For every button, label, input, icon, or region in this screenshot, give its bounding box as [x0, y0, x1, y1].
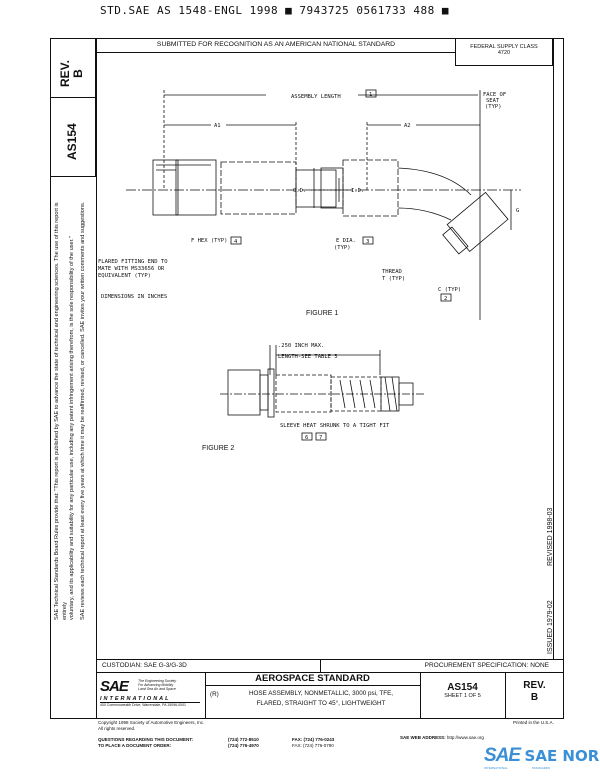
figure-2-drawing: .250 INCH MAX. LENGTH-SEE TABLE 5 SLEEVE… — [202, 343, 425, 452]
flag-note-3 — [362, 236, 374, 245]
g-label: G — [516, 208, 519, 214]
copyright: Copyright 1998 Society of Automotive Eng… — [98, 720, 204, 732]
procurement-spec: PROCUREMENT SPECIFICATION: NONE — [424, 662, 549, 669]
questions-phone: (724) 772-8510 — [228, 737, 259, 742]
web-label: SAE WEB ADDRESS: — [400, 735, 446, 740]
header-stamp: STD.SAE AS 1548-ENGL 1998 ■ 7943725 0561… — [100, 4, 450, 17]
tagline-2: For Advancing Mobility — [138, 683, 174, 687]
notice-line-3: SAE reviews each technical report at lea… — [79, 201, 86, 620]
watermark-mark: SAE — [484, 745, 521, 766]
federal-supply-label: FEDERAL SUPPLY CLASS — [470, 44, 538, 50]
doc-number-box: AS154 SHEET 1 OF 5 — [420, 682, 505, 699]
sleeve-note: SLEEVE HEAT SHRUNK TO A TIGHT FIT — [280, 423, 390, 429]
side-doc-number: AS154 — [65, 123, 79, 160]
flag-1-text: 1 — [369, 92, 372, 98]
sae-address: 400 Commonwealth Drive, Warrendale, PA 1… — [100, 702, 200, 707]
fax-numbers: FAX: (724) 776-0243 FAX: (724) 776-0790 — [292, 737, 334, 749]
sae-tagline: The Engineering Society For Advancing Mo… — [138, 679, 176, 691]
printed-in: Printed in the U.S.A. — [513, 720, 554, 725]
f-hex-label: F HEX (TYP) — [191, 238, 227, 244]
flared-note: FLARED FITTING END TO — [98, 259, 168, 265]
revision-mark: (R) — [210, 691, 219, 698]
face-of-seat-2: SEAT — [486, 98, 500, 104]
thread-label: THREAD — [382, 269, 402, 275]
flared-note-3: EQUIVALENT (TYP) — [98, 273, 151, 279]
figure-1-drawing: ASSEMBLY LENGTH 1 FACE OF SEAT (TYP) A1 … — [98, 89, 521, 320]
c-typ-label: C (TYP) — [438, 287, 461, 293]
figure-2-caption: FIGURE 2 — [202, 445, 234, 452]
notice-line-2: voluntary, and its applicability and sui… — [69, 236, 75, 620]
od-label: O.D. — [293, 188, 306, 194]
custodian-row: CUSTODIAN: SAE G-3/G-3D PROCUREMENT SPEC… — [96, 659, 564, 673]
flag-note-2 — [440, 293, 452, 302]
contact-phones: (724) 772-8510 (724) 776-4970 — [228, 737, 259, 749]
flared-note-2: MATE WITH MS33656 OR — [98, 266, 165, 272]
fax-2: FAX: (724) 776-0790 — [292, 743, 334, 748]
rev-label: REV. — [523, 680, 546, 691]
order-phone: (724) 776-4970 — [228, 743, 259, 748]
flag-6-text: 6 — [305, 435, 308, 441]
assembly-length-label: ASSEMBLY LENGTH — [291, 94, 341, 100]
rev-value: B — [530, 692, 539, 703]
sae-international: INTERNATIONAL — [100, 696, 171, 702]
a2-label: A2 — [404, 123, 411, 129]
rev-box: REV. B — [505, 680, 564, 704]
flag-note-4 — [230, 236, 242, 245]
e-dia-label: E DIA. — [336, 238, 356, 244]
side-rev-value: B — [71, 69, 85, 78]
flag-3-text: 3 — [366, 239, 369, 245]
side-rev-box: REV. B — [50, 38, 96, 98]
flag-7-text: 7 — [319, 435, 322, 441]
a1-label: A1 — [214, 123, 221, 129]
title-line-1: HOSE ASSEMBLY, NONMETALLIC, 3000 psi, TF… — [248, 690, 394, 697]
flag-2-text: 2 — [444, 296, 447, 302]
notice-line-1: SAE Technical Standards Board Rules prov… — [54, 202, 68, 620]
figure-1-caption: FIGURE 1 — [306, 310, 338, 317]
tagline-1: The Engineering Society — [138, 679, 177, 683]
questions-label: QUESTIONS REGARDING THIS DOCUMENT: — [98, 737, 194, 742]
side-doc-box: AS154 — [50, 97, 96, 177]
doc-number: AS154 — [447, 682, 478, 693]
aerospace-standard-heading: AEROSPACE STANDARD — [205, 673, 420, 686]
face-of-seat-3: (TYP) — [485, 104, 502, 110]
document-title: HOSE ASSEMBLY, NONMETALLIC, 3000 psi, TF… — [222, 689, 420, 709]
title-line-2: FLARED, STRAIGHT TO 45°, LIGHTWEIGHT — [256, 700, 386, 707]
web-address: SAE WEB ADDRESS: http://www.sae.org — [400, 735, 484, 740]
fax-1: FAX: (724) 776-0243 — [292, 737, 335, 742]
tagline-3: Land Sea Air and Space — [138, 687, 176, 691]
contact-labels: QUESTIONS REGARDING THIS DOCUMENT: TO PL… — [98, 737, 193, 749]
flag-note-7 — [315, 432, 327, 441]
web-link[interactable]: http://www.sae.org — [446, 735, 484, 740]
watermark-text: SAE NORM — [524, 747, 600, 765]
revised-date: REVISED 1998-03 — [547, 507, 554, 566]
federal-supply-box: FEDERAL SUPPLY CLASS 4720 — [455, 38, 553, 66]
face-of-seat: FACE OF — [483, 92, 506, 98]
dimensions-note: DIMENSIONS IN INCHES — [101, 294, 167, 300]
title-block — [96, 672, 564, 719]
sae-logo: SAE The Engineering Society For Advancin… — [100, 678, 200, 707]
copyright-text: Copyright 1998 Society of Automotive Eng… — [98, 720, 205, 725]
federal-supply-value: 4720 — [497, 50, 511, 56]
e-dia-typ: (TYP) — [334, 245, 351, 251]
watermark-sub-right: STANDARDS — [531, 766, 551, 770]
issued-date: ISSUED 1979-02 — [547, 600, 554, 654]
left-notice: SAE Technical Standards Board Rules prov… — [54, 190, 87, 620]
thread-typ: T (TYP) — [382, 276, 405, 282]
rights-text: All rights reserved. — [98, 726, 136, 731]
flag-note-1 — [365, 89, 377, 98]
side-rev-label: REV. — [58, 60, 72, 87]
id-label: I.D. — [351, 188, 364, 194]
sae-logo-mark: SAE — [100, 678, 129, 695]
sae-norm-watermark: SAE SAE NORM INTERNATIONAL STANDARDS — [484, 746, 600, 770]
custodian: CUSTODIAN: SAE G-3/G-3D — [102, 662, 187, 669]
order-label: TO PLACE A DOCUMENT ORDER: — [98, 743, 172, 748]
flag-4-text: 4 — [234, 239, 238, 245]
max-note: .250 INCH MAX. — [278, 343, 324, 349]
watermark-sub-left: INTERNATIONAL — [484, 766, 508, 770]
top-banner: SUBMITTED FOR RECOGNITION AS AN AMERICAN… — [96, 38, 456, 53]
sheet-number: SHEET 1 OF 5 — [444, 693, 481, 699]
flag-note-6 — [301, 432, 313, 441]
length-note: LENGTH-SEE TABLE 5 — [278, 354, 338, 360]
